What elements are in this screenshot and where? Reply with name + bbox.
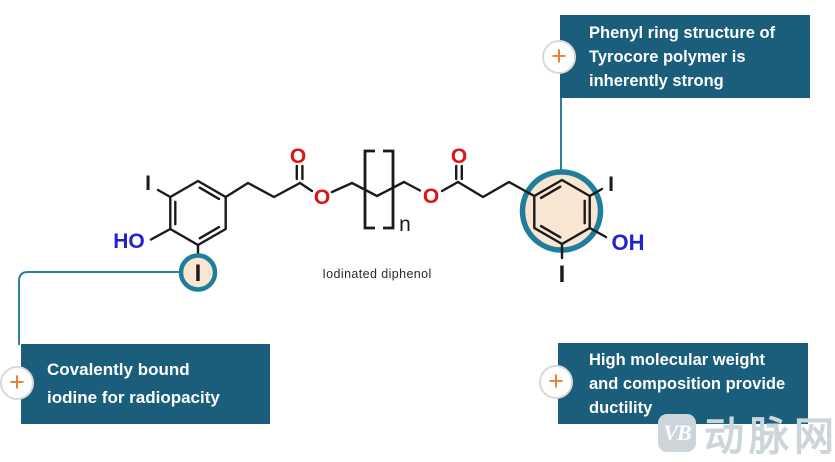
molecule-caption: Iodinated diphenol: [322, 267, 431, 281]
callout-ductility: High molecular weight and composition pr…: [558, 343, 808, 424]
ester-oxygen-left-label: O: [314, 186, 330, 209]
iodine-left-top-label: I: [145, 172, 151, 195]
callout-text-line: Tyrocore polymer is: [589, 47, 746, 66]
ester-oxygen-right-label: O: [423, 185, 439, 208]
carbonyl-oxygen-left-label: O: [290, 145, 306, 168]
circled-iodine-label: I: [195, 260, 202, 287]
watermark-text: 动脉网: [704, 415, 835, 459]
callout-text-line: Covalently bound: [47, 360, 190, 379]
callout-text-line: and composition provide: [589, 374, 786, 393]
connector-left-iodine: [18, 271, 181, 345]
bonds: [149, 164, 608, 260]
callout-text-line: iodine for radiopacity: [47, 388, 220, 407]
callout-text-line: ductility: [589, 398, 653, 417]
callout-text-line: Phenyl ring structure of: [589, 23, 776, 42]
hydroxyl-left-label: HO: [113, 230, 145, 253]
callout-covalent-iodine: Covalently bound iodine for radiopacity: [21, 344, 270, 424]
plus-glyph: +: [551, 40, 567, 71]
callout-text-line: High molecular weight: [589, 350, 766, 369]
plus-glyph: +: [9, 366, 25, 397]
repeat-subscript-n: n: [399, 213, 411, 236]
plus-icon[interactable]: +: [542, 40, 576, 74]
plus-icon[interactable]: +: [0, 366, 34, 400]
plus-icon[interactable]: +: [539, 365, 573, 399]
plus-glyph: +: [548, 365, 564, 396]
vb-logo-icon: VB: [658, 414, 696, 452]
carbonyl-oxygen-right-label: O: [451, 145, 467, 168]
iodine-right-top-label: I: [608, 173, 614, 196]
watermark: VB 动脉网: [658, 404, 835, 462]
hydroxyl-right-label: OH: [612, 230, 645, 255]
atom-labels: I HO I O O n O O I OH I: [113, 145, 644, 288]
callout-phenyl-ring: Phenyl ring structure of Tyrocore polyme…: [560, 15, 810, 98]
vb-logo-text: VB: [663, 420, 691, 445]
repeat-brackets: [363, 149, 395, 230]
iodine-right-bottom-label: I: [559, 261, 566, 288]
callout-connectors: [18, 96, 562, 345]
left-benzene-ring: [169, 179, 227, 247]
iodine-highlight-circle: [178, 253, 218, 292]
callout-text-line: inherently strong: [589, 71, 724, 90]
